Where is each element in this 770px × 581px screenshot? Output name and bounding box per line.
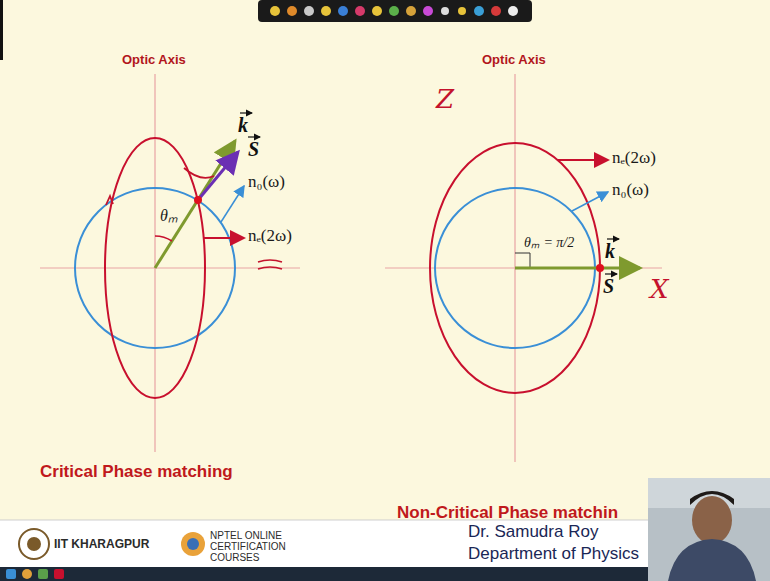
lecturer-name: Dr. Samudra Roy xyxy=(468,522,598,542)
angle-label: θₘ = π/2 xyxy=(524,232,574,251)
institute-name: IIT KHARAGPUR xyxy=(54,537,149,551)
course-name: NPTEL ONLINE CERTIFICATION COURSES xyxy=(210,530,330,563)
vector-label: S xyxy=(248,138,259,161)
figure-caption: Critical Phase matching xyxy=(40,462,233,482)
critical-phase-figure xyxy=(40,74,300,452)
figure-caption: Non-Critical Phase matchin xyxy=(397,503,618,523)
vector-label: S xyxy=(603,275,614,298)
axis-label: Optic Axis xyxy=(482,52,546,67)
annotation-toolbar xyxy=(258,0,532,22)
handwritten-axis: X xyxy=(650,274,669,304)
video-inset xyxy=(648,478,770,581)
vector-label: k xyxy=(605,240,615,263)
angle-label: θₘ xyxy=(160,204,178,226)
vector-label: k xyxy=(238,114,248,137)
index-label: nₑ(2ω) xyxy=(612,148,656,168)
department-name: Department of Physics xyxy=(468,544,639,564)
index-label: n₀(ω) xyxy=(612,180,649,200)
handwritten-axis: Z xyxy=(436,84,454,114)
axis-label: Optic Axis xyxy=(122,52,186,67)
index-label: n₀(ω) xyxy=(248,172,285,192)
index-label: nₑ(2ω) xyxy=(248,226,292,246)
noncritical-phase-figure xyxy=(385,74,662,462)
